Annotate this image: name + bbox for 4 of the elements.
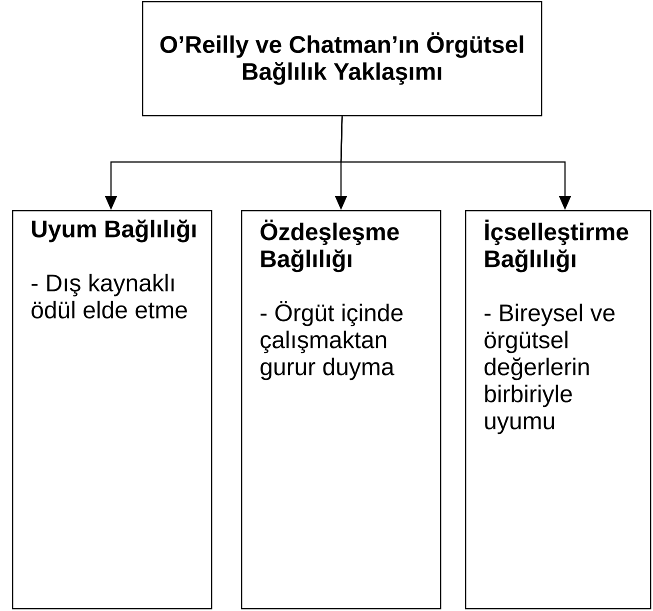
category-box: İçselleştirme Bağlılığı - Bireysel ve örgütsel değerlerin birbiriyle uyumu [465,210,652,610]
category-box: Özdeşleşme Bağlılığı - Örgüt içinde çalışmaktan gurur duyma [241,210,442,610]
title-box: O’Reilly ve Chatman’ın Örgütsel Bağlılık Yaklaşımı [142,1,542,116]
category-box: Uyum Bağlılığı - Dış kaynaklı ödül elde etme [12,210,212,610]
